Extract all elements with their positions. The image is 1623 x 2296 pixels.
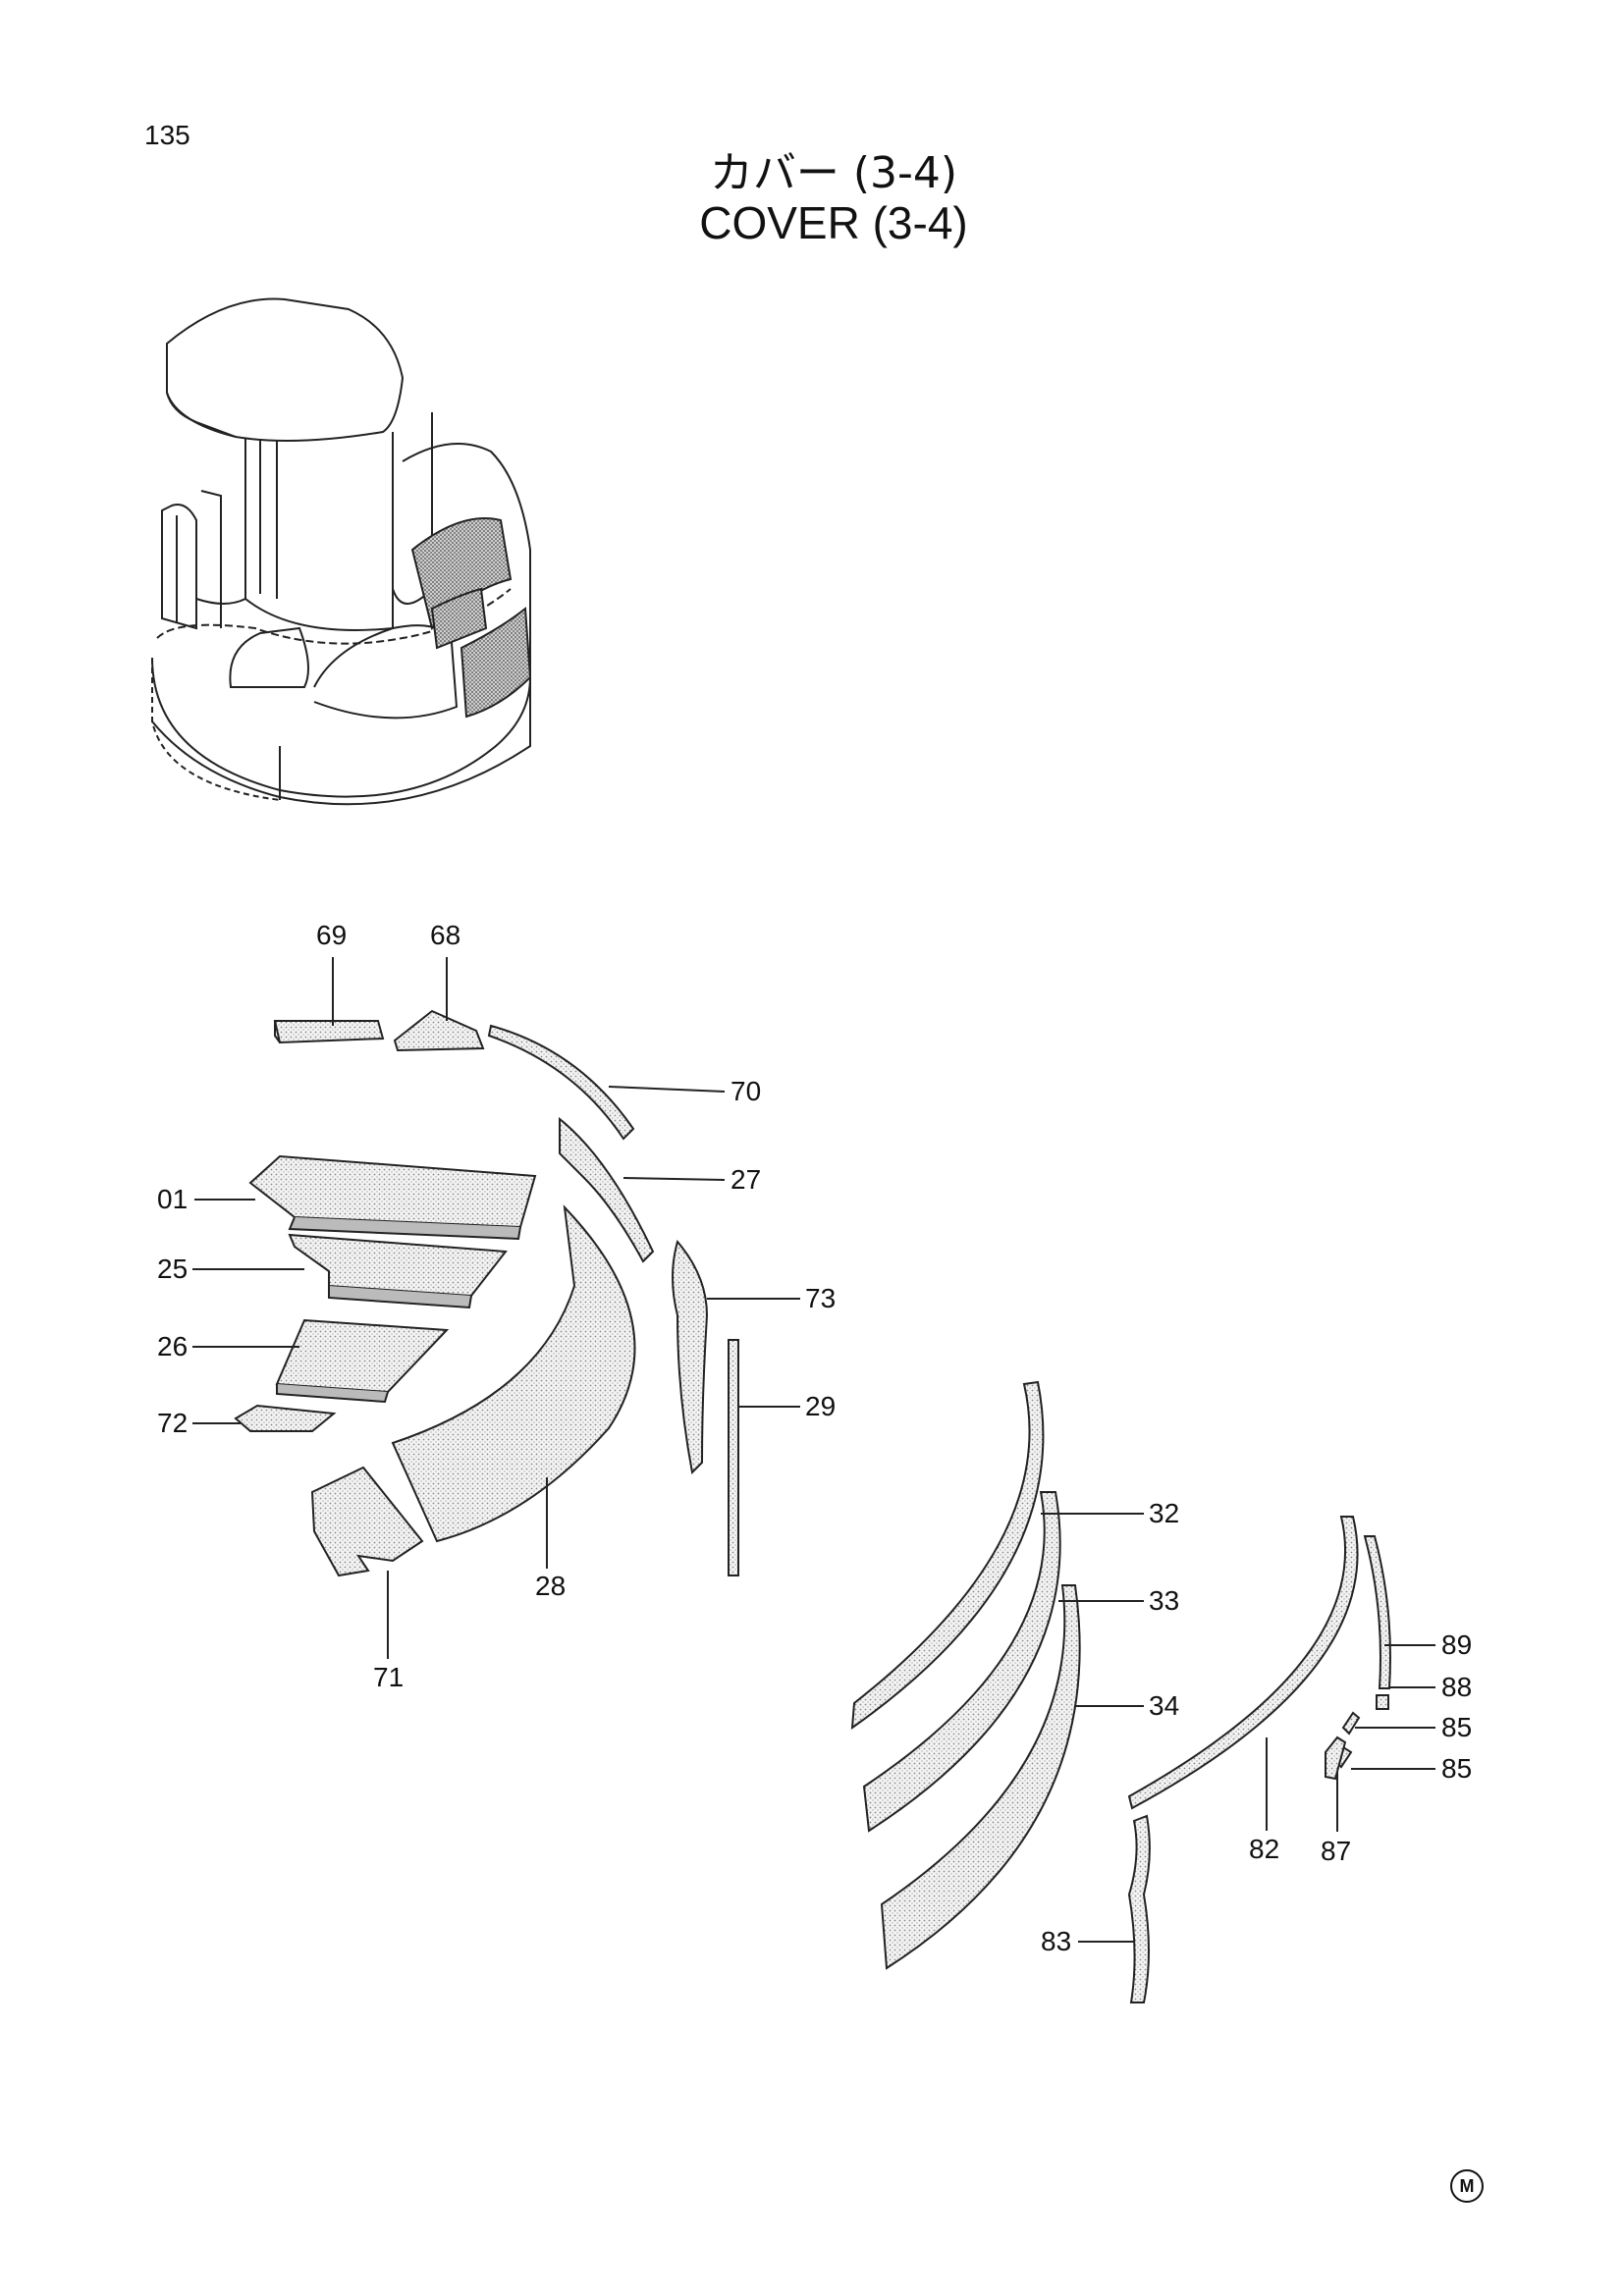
- page-number: 135: [144, 120, 190, 150]
- corner-mark: M: [1450, 2169, 1484, 2203]
- leader-lines: [192, 957, 1435, 1943]
- callout-73: 73: [805, 1283, 836, 1313]
- callout-32: 32: [1149, 1498, 1179, 1528]
- machine-overview-illustration: [151, 297, 532, 806]
- callout-89: 89: [1441, 1629, 1472, 1660]
- callout-33: 33: [1149, 1585, 1179, 1616]
- skirt-covers-group: [850, 1380, 1391, 2003]
- callout-34: 34: [1149, 1690, 1179, 1721]
- callout-88: 88: [1441, 1672, 1472, 1702]
- callout-labels: 69 68 70 01 27 25 73 26 29 72 28 71 32 3…: [157, 920, 1472, 1956]
- callout-27: 27: [730, 1164, 761, 1195]
- callout-71: 71: [373, 1662, 404, 1692]
- callout-01: 01: [157, 1184, 188, 1214]
- callout-69: 69: [316, 920, 347, 950]
- callout-28: 28: [535, 1571, 566, 1601]
- callout-68: 68: [430, 920, 460, 950]
- title-english: COVER (3-4): [699, 197, 968, 248]
- callout-85: 85: [1441, 1712, 1472, 1742]
- callout-29: 29: [805, 1391, 836, 1421]
- callout-85: 85: [1441, 1753, 1472, 1784]
- callout-82: 82: [1249, 1834, 1279, 1864]
- callout-25: 25: [157, 1254, 188, 1284]
- callout-26: 26: [157, 1331, 188, 1362]
- callout-87: 87: [1321, 1836, 1351, 1866]
- cover-panels-group: [234, 1009, 739, 1577]
- callout-83: 83: [1041, 1926, 1071, 1956]
- callout-70: 70: [730, 1076, 761, 1106]
- callout-72: 72: [157, 1408, 188, 1438]
- title-japanese: カバー (3-4): [709, 148, 958, 198]
